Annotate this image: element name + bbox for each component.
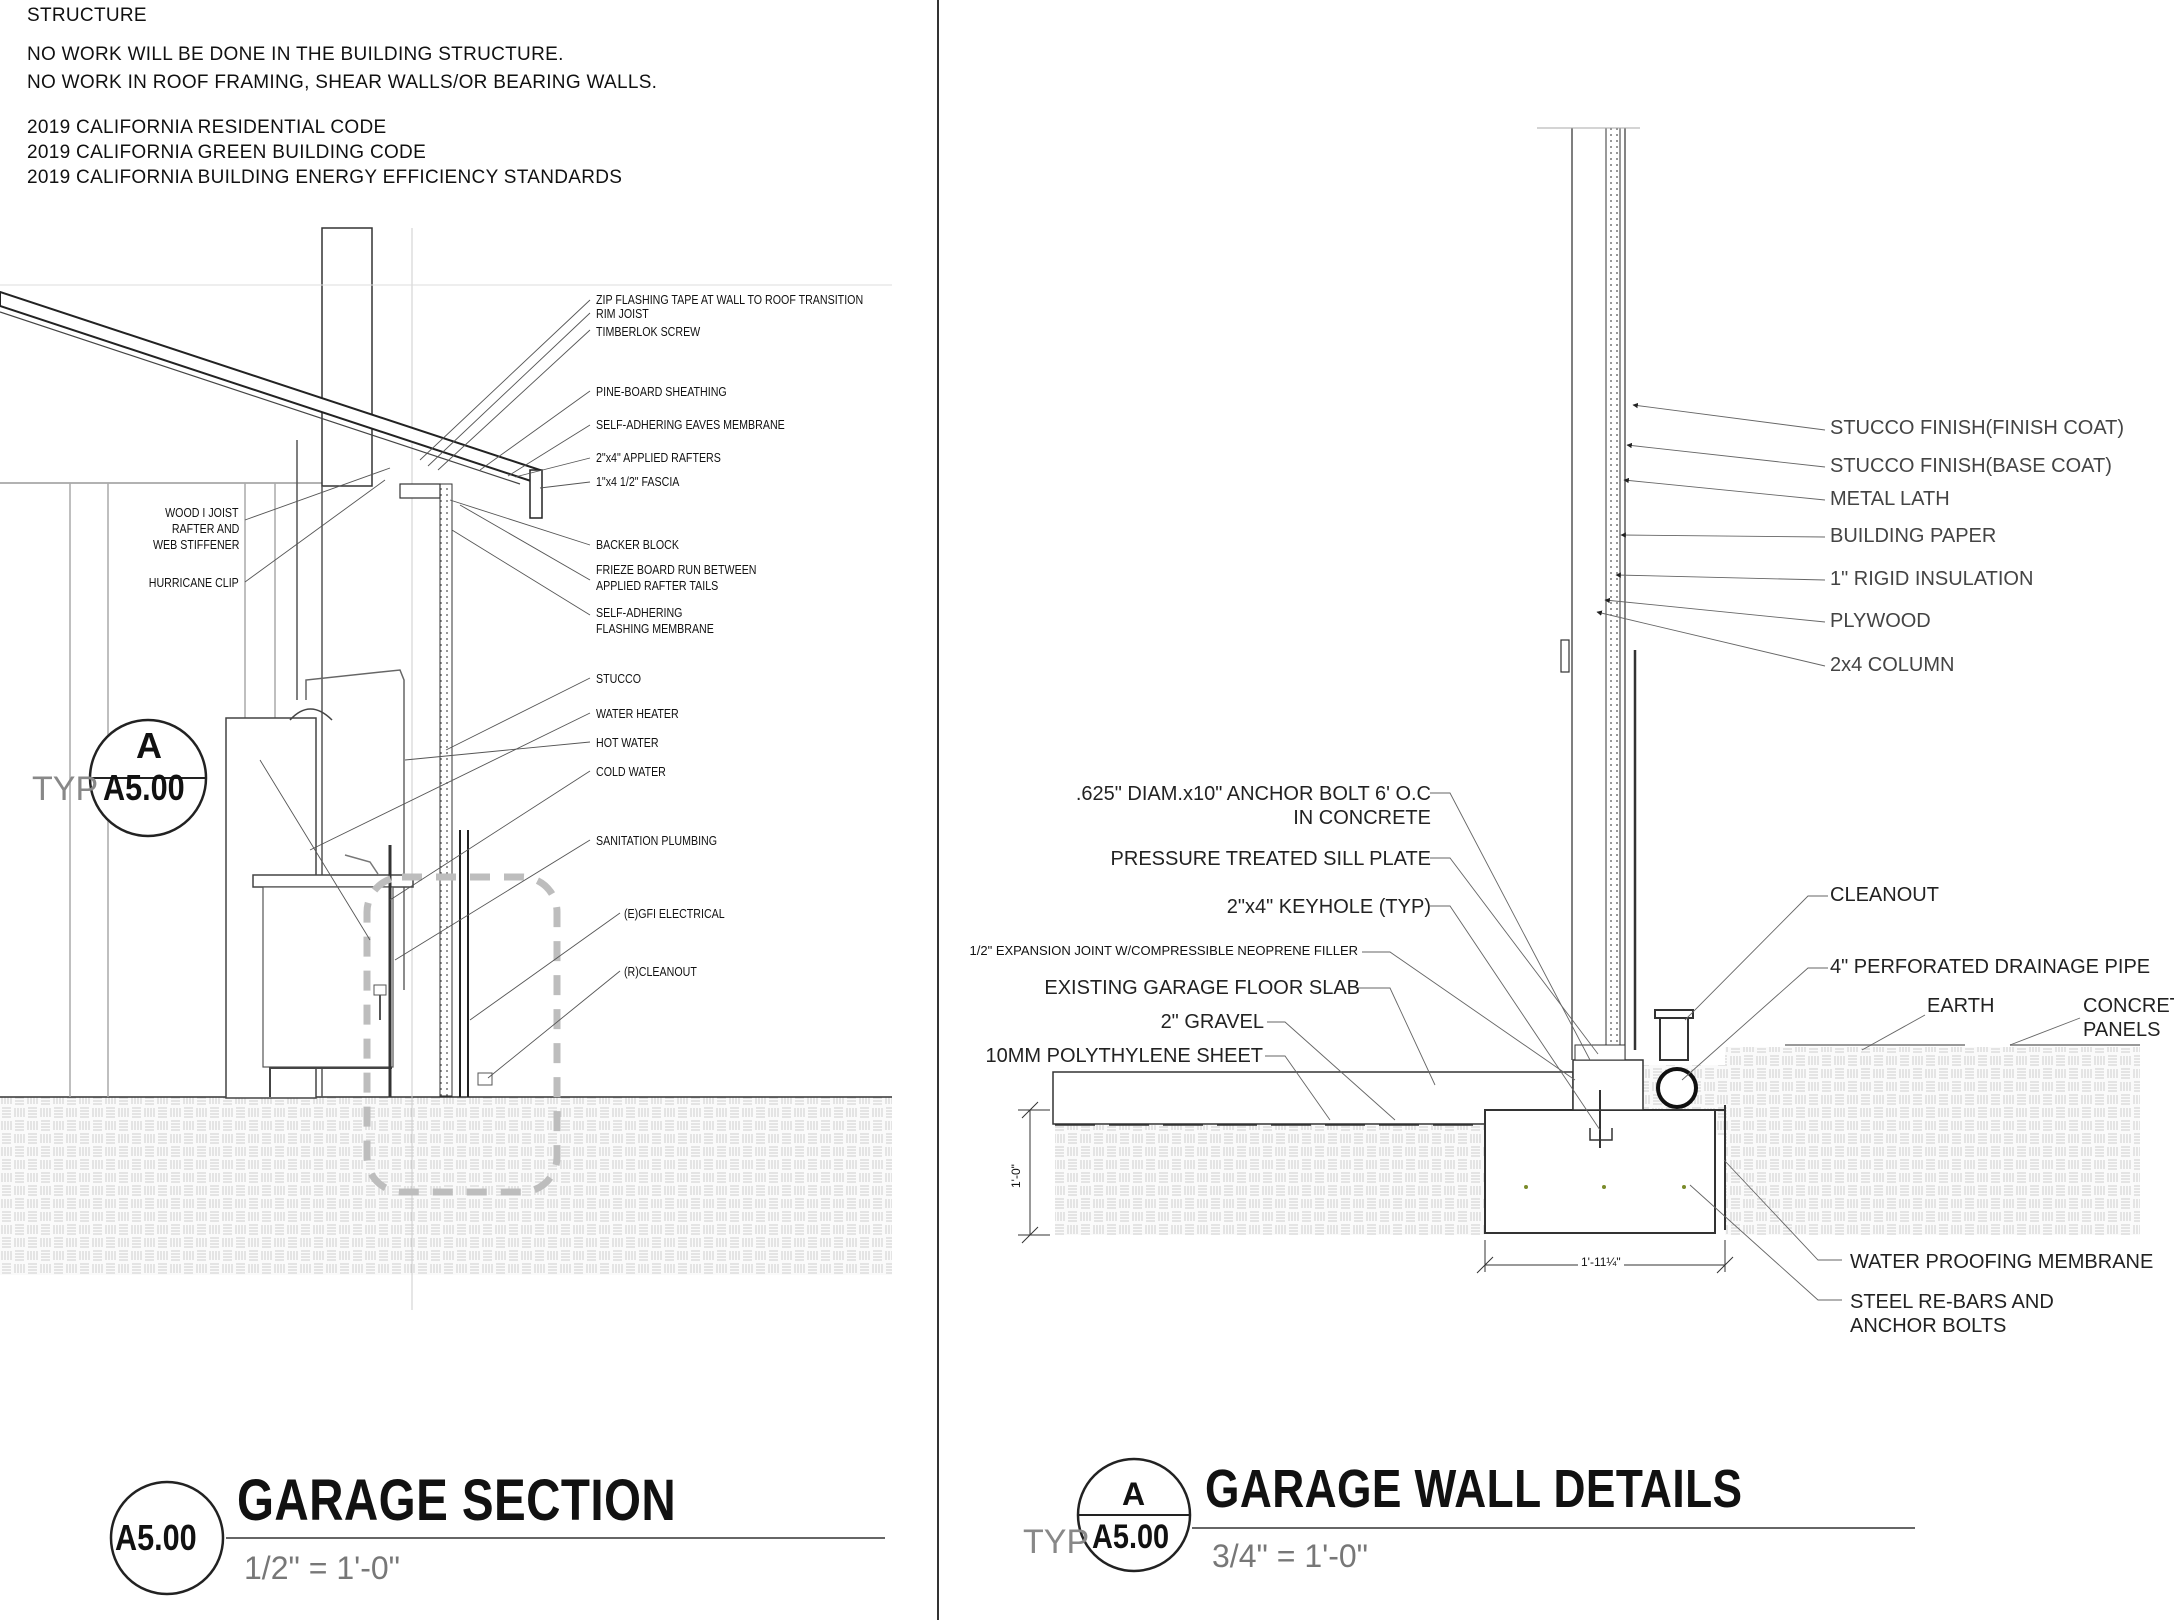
label-gravel: 2" GRAVEL [1160,1011,1264,1033]
dim-width: 1'-11¼" [1578,1256,1624,1268]
label-applied-rafters: 2"x4" APPLIED RAFTERS [596,450,721,465]
label-cold-water: COLD WATER [596,764,666,779]
garage-section-drawing [0,227,892,1310]
section-scale: 1/2" = 1'-0" [244,1550,401,1586]
notes-line-2: NO WORK IN ROOF FRAMING, SHEAR WALLS/OR … [27,72,658,93]
label-fascia: 1"x4 1/2" FASCIA [596,474,680,489]
label-waterproofing: WATER PROOFING MEMBRANE [1850,1251,2154,1273]
label-cleanout: (R)CLEANOUT [624,964,697,979]
label-stucco-finish-coat: STUCCO FINISH(FINISH COAT) [1830,417,2125,439]
label-sanitation-plumbing: SANITATION PLUMBING [596,833,718,848]
label-zip-flashing: ZIP FLASHING TAPE AT WALL TO ROOF TRANSI… [596,292,864,307]
label-sill-plate: PRESSURE TREATED SILL PLATE [1110,848,1431,870]
label-hot-water: HOT WATER [596,735,659,750]
detail-title: GARAGE WALL DETAILS [1205,1459,1743,1519]
label-gfi-electrical: (E)GFI ELECTRICAL [624,906,725,921]
label-wood-i-joist-1: WOOD I JOIST [165,505,239,520]
label-backer-block: BACKER BLOCK [596,537,679,552]
label-existing-slab: EXISTING GARAGE FLOOR SLAB [1044,977,1360,999]
label-hurricane-clip: HURRICANE CLIP [148,575,239,590]
label-steel-rebars-2: ANCHOR BOLTS [1850,1315,2007,1337]
label-panels: PANELS [2083,1019,2161,1041]
label-timberlok-screw: TIMBERLOK SCREW [596,324,701,339]
label-anchor-bolt-1: .625" DIAM.x10" ANCHOR BOLT 6' O.C [1075,783,1431,805]
label-stucco-base-coat: STUCCO FINISH(BASE COAT) [1830,455,2112,477]
label-flashing-membrane-2: FLASHING MEMBRANE [596,621,714,636]
code-line-2: 2019 CALIFORNIA GREEN BUILDING CODE [27,142,427,163]
label-keyhole: 2"x4" KEYHOLE (TYP) [1226,896,1431,918]
detail-bubble-letter: A [1122,1476,1146,1512]
detail-bubble-typ: TYP [1023,1523,1090,1561]
label-2x4-column: 2x4 COLUMN [1830,654,1955,676]
label-right-cleanout: CLEANOUT [1830,884,1939,906]
dim-height: 1'-0" [1009,1164,1023,1188]
label-expansion-joint: 1/2" EXPANSION JOINT W/COMPRESSIBLE NEOP… [969,943,1358,958]
code-line-1: 2019 CALIFORNIA RESIDENTIAL CODE [27,117,387,138]
label-flashing-membrane-1: SELF-ADHERING [596,605,683,620]
label-frieze-board-1: FRIEZE BOARD RUN BETWEEN [596,562,757,577]
label-metal-lath: METAL LATH [1830,488,1950,510]
section-title: GARAGE SECTION [237,1468,677,1533]
detail-scale: 3/4" = 1'-0" [1212,1538,1369,1574]
label-anchor-bolt-2: IN CONCRETE [1293,807,1431,829]
label-wood-i-joist-2: RAFTER AND [171,521,239,536]
label-steel-rebars-1: STEEL RE-BARS AND [1850,1291,2054,1313]
callout-letter: A [136,725,162,766]
label-drainage-pipe: 4" PERFORATED DRAINAGE PIPE [1830,956,2151,978]
notes-line-1: NO WORK WILL BE DONE IN THE BUILDING STR… [27,44,564,65]
label-pine-board: PINE-BOARD SHEATHING [596,384,727,399]
detail-bubble-sheet: A5.00 [1092,1518,1170,1556]
label-building-paper: BUILDING PAPER [1830,525,1997,547]
label-rim-joist: RIM JOIST [596,306,649,321]
label-water-heater: WATER HEATER [596,706,679,721]
label-polythylene: 10MM POLYTHYLENE SHEET [985,1045,1263,1067]
label-concrete: CONCRETE [2083,995,2174,1017]
label-earth: EARTH [1927,995,1995,1017]
label-frieze-board-2: APPLIED RAFTER TAILS [596,578,719,593]
code-line-3: 2019 CALIFORNIA BUILDING ENERGY EFFICIEN… [27,167,623,188]
label-plywood: PLYWOOD [1830,610,1931,632]
callout-sheet: A5.00 [103,767,185,808]
callout-typ: TYP [32,770,99,808]
label-eaves-membrane: SELF-ADHERING EAVES MEMBRANE [596,417,785,432]
label-rigid-insulation: 1" RIGID INSULATION [1830,568,2034,590]
wall-detail-drawing [1018,127,2140,1301]
section-bubble-sheet: A5.00 [115,1517,197,1558]
notes-heading: STRUCTURE [27,5,147,26]
label-stucco: STUCCO [596,671,642,686]
label-wood-i-joist-3: WEB STIFFENER [152,537,239,552]
